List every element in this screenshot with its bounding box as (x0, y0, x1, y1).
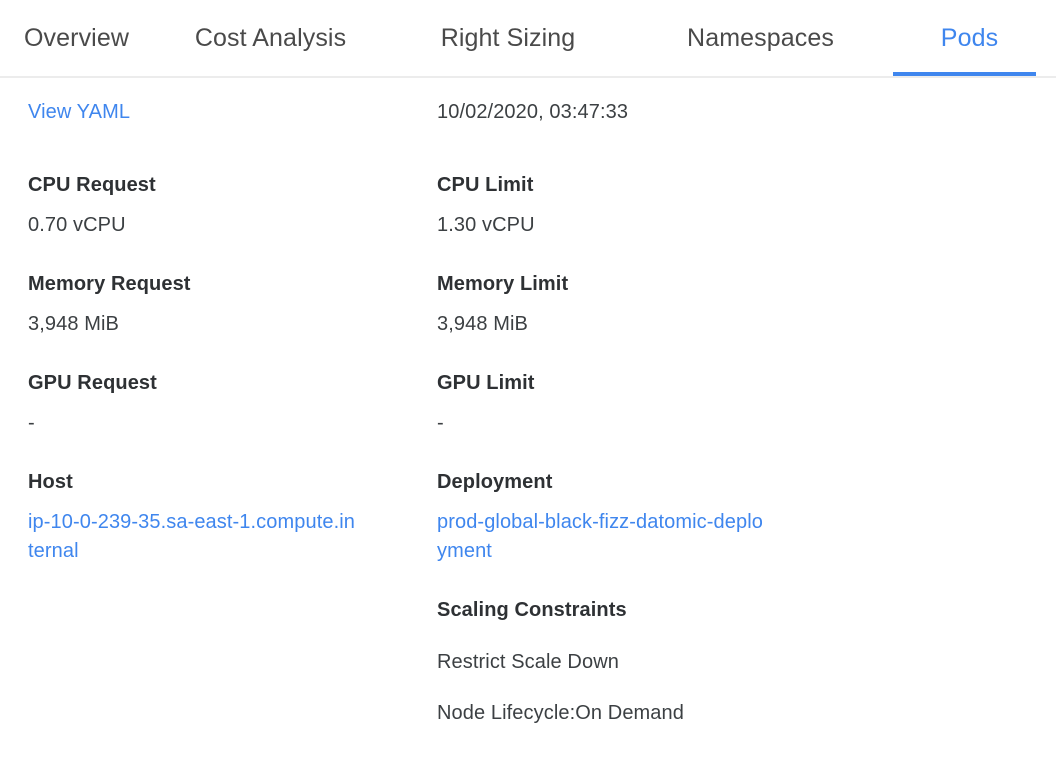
field-gpu-request: GPU Request - (28, 369, 437, 438)
field-host-label: Host (28, 471, 73, 493)
field-host: Host ip-10-0-239-35.sa-east-1.compute.in… (28, 468, 437, 566)
tab-right-sizing[interactable]: Right Sizing (388, 0, 628, 76)
field-cpu-request: CPU Request 0.70 vCPU (28, 171, 437, 240)
field-memory-limit-label: Memory Limit (437, 273, 569, 295)
scaling-constraints-title: Scaling Constraints (437, 599, 627, 621)
tab-cost-analysis[interactable]: Cost Analysis (153, 0, 388, 76)
tab-pods-label: Pods (940, 23, 999, 52)
tab-namespaces[interactable]: Namespaces (628, 0, 893, 76)
field-memory-request: Memory Request 3,948 MiB (28, 270, 437, 339)
view-yaml-link[interactable]: View YAML (28, 101, 131, 123)
field-memory-request-label: Memory Request (28, 273, 191, 295)
field-gpu-limit-label: GPU Limit (437, 372, 535, 394)
field-cpu-request-value: 0.70 vCPU (28, 214, 126, 236)
field-gpu-request-label: GPU Request (28, 372, 157, 394)
tab-cost-analysis-label: Cost Analysis (194, 23, 347, 52)
active-tab-indicator (893, 72, 1036, 76)
field-gpu-limit: GPU Limit - (437, 369, 837, 438)
tab-right-sizing-label: Right Sizing (440, 23, 576, 52)
tab-pods[interactable]: Pods (893, 0, 1046, 76)
field-gpu-limit-value: - (437, 412, 444, 434)
field-cpu-request-label: CPU Request (28, 174, 156, 196)
scaling-constraints-section: Scaling Constraints Restrict Scale Down … (437, 596, 837, 728)
pod-detail-panel: View YAML CPU Request 0.70 vCPU Memory R… (0, 78, 1056, 728)
field-deployment-value-link[interactable]: prod-global-black-fizz-datomic-deploymen… (437, 511, 763, 562)
field-host-value-link[interactable]: ip-10-0-239-35.sa-east-1.compute.interna… (28, 511, 356, 562)
field-memory-limit-value: 3,948 MiB (437, 313, 528, 335)
field-cpu-limit-value: 1.30 vCPU (437, 214, 535, 236)
field-cpu-limit-label: CPU Limit (437, 174, 534, 196)
scaling-constraint-item: Restrict Scale Down (437, 651, 619, 673)
field-deployment: Deployment prod-global-black-fizz-datomi… (437, 468, 837, 566)
tab-list: Overview Cost Analysis Right Sizing Name… (0, 0, 1056, 76)
tab-namespaces-label: Namespaces (687, 23, 834, 52)
field-gpu-request-value: - (28, 412, 35, 434)
pod-timestamp: 10/02/2020, 03:47:33 (437, 101, 629, 123)
detail-column-right: 10/02/2020, 03:47:33 CPU Limit 1.30 vCPU… (437, 98, 837, 728)
tab-overview-label: Overview (24, 23, 129, 52)
detail-column-left: View YAML CPU Request 0.70 vCPU Memory R… (0, 98, 437, 566)
scaling-constraint-item: Node Lifecycle:On Demand (437, 702, 684, 724)
tab-overview[interactable]: Overview (0, 0, 153, 76)
tab-bar: Overview Cost Analysis Right Sizing Name… (0, 0, 1056, 78)
timestamp-row: 10/02/2020, 03:47:33 (437, 98, 837, 127)
field-memory-limit: Memory Limit 3,948 MiB (437, 270, 837, 339)
field-deployment-label: Deployment (437, 471, 553, 493)
field-memory-request-value: 3,948 MiB (28, 313, 119, 335)
tab-bar-divider (0, 76, 1056, 78)
view-yaml-row: View YAML (28, 98, 437, 127)
field-cpu-limit: CPU Limit 1.30 vCPU (437, 171, 837, 240)
detail-columns: View YAML CPU Request 0.70 vCPU Memory R… (0, 98, 1056, 728)
